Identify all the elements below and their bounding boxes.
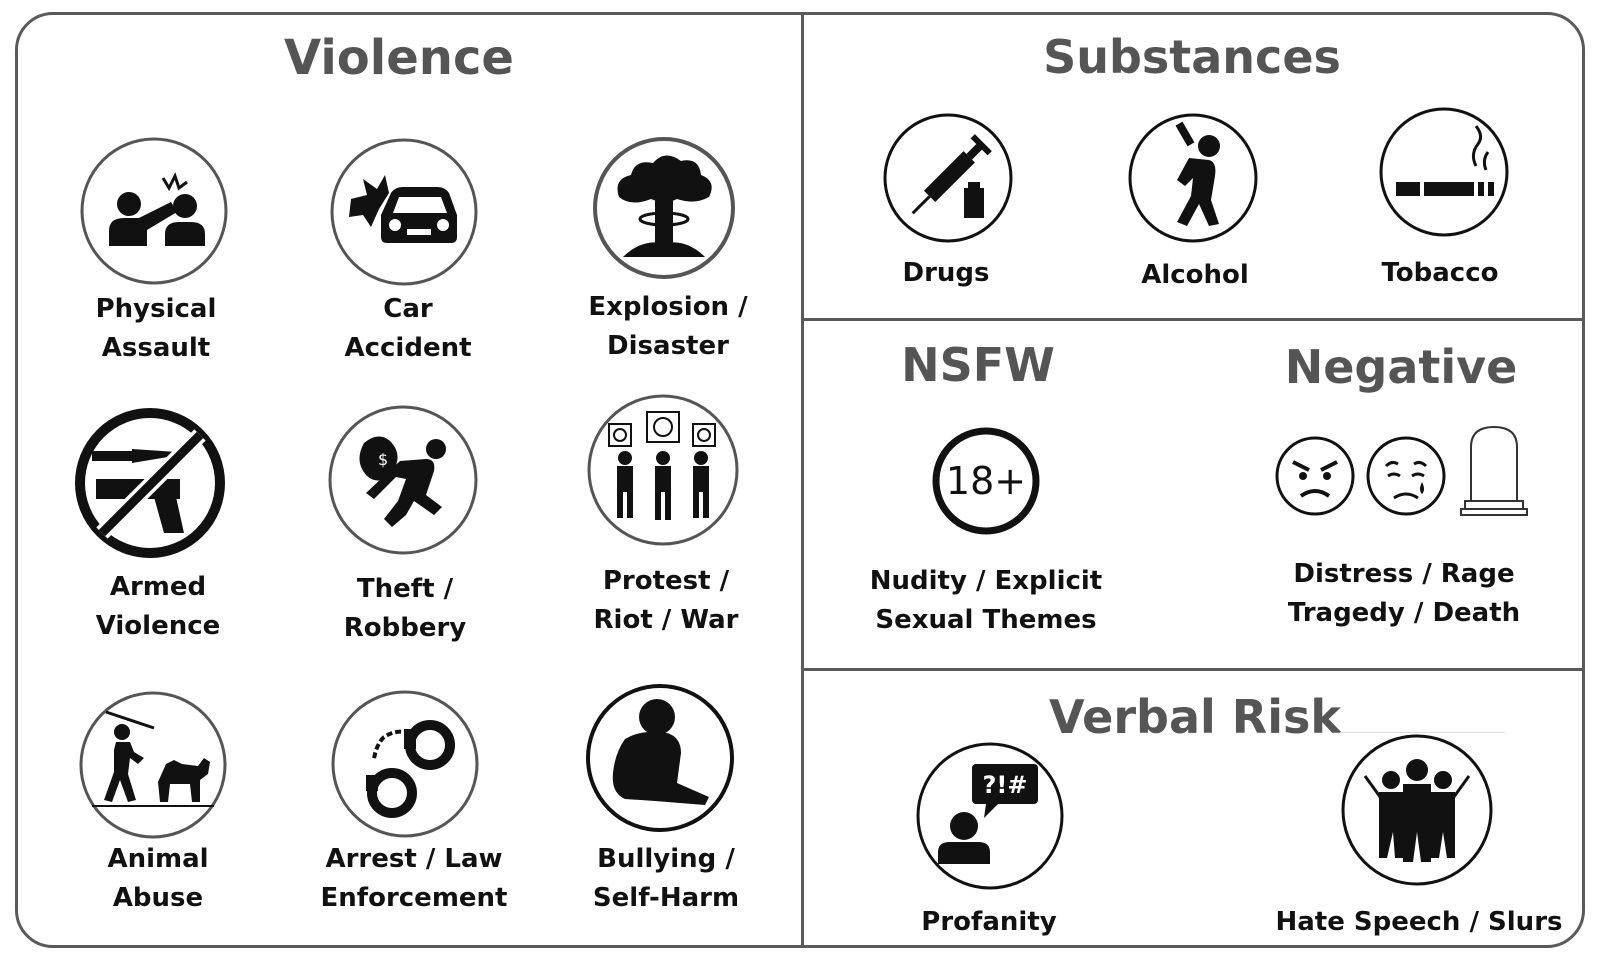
divider-verbal: [801, 668, 1585, 671]
theft-icon: $: [326, 403, 480, 561]
label-alcohol: Alcohol: [1141, 260, 1249, 290]
label-bullying: Bullying /Self-Harm: [592, 844, 740, 913]
hate-group-icon: [1339, 732, 1495, 892]
profanity-symbols: ?!#: [983, 771, 1028, 799]
tombstone-icon: [1459, 421, 1529, 521]
age-badge-text: 18+: [946, 459, 1026, 503]
angry-face-icon: [1273, 434, 1357, 522]
bullying-icon: [585, 683, 735, 837]
label-protest: Protest /Riot / War: [593, 566, 739, 635]
cigarette-icon: [1378, 106, 1510, 242]
explosion-icon: [591, 135, 737, 285]
label-theft: Theft /Robbery: [343, 574, 467, 643]
armed-violence-icon: [72, 405, 228, 565]
title-underline: [1340, 732, 1505, 733]
label-explosion: Explosion /Disaster: [588, 292, 748, 361]
animal-abuse-icon: [78, 690, 228, 844]
svg-text:$: $: [378, 450, 388, 469]
handcuffs-icon: [330, 689, 480, 843]
profanity-speech-icon: ?!#: [914, 740, 1066, 896]
syringe-icon: [882, 112, 1014, 248]
crying-face-icon: [1364, 434, 1448, 522]
divider-substances: [801, 318, 1585, 321]
column-divider: [801, 12, 804, 948]
label-drugs: Drugs: [902, 258, 990, 288]
section-title-substances: Substances: [1043, 30, 1341, 84]
label-profanity: Profanity: [921, 907, 1057, 937]
section-title-violence: Violence: [284, 30, 514, 86]
protest-icon: [585, 392, 741, 552]
section-title-nsfw: NSFW: [901, 338, 1055, 392]
physical-assault-icon: [79, 136, 229, 290]
label-hate-speech: Hate Speech / Slurs: [1275, 907, 1563, 937]
section-title-verbal-risk: Verbal Risk: [1049, 690, 1341, 744]
car-accident-icon: [329, 137, 479, 291]
alcohol-icon: [1127, 112, 1259, 248]
age-restriction-icon: 18+: [931, 426, 1041, 540]
section-title-negative: Negative: [1284, 340, 1518, 394]
outer-frame: [15, 12, 1585, 948]
label-tobacco: Tobacco: [1381, 258, 1499, 288]
